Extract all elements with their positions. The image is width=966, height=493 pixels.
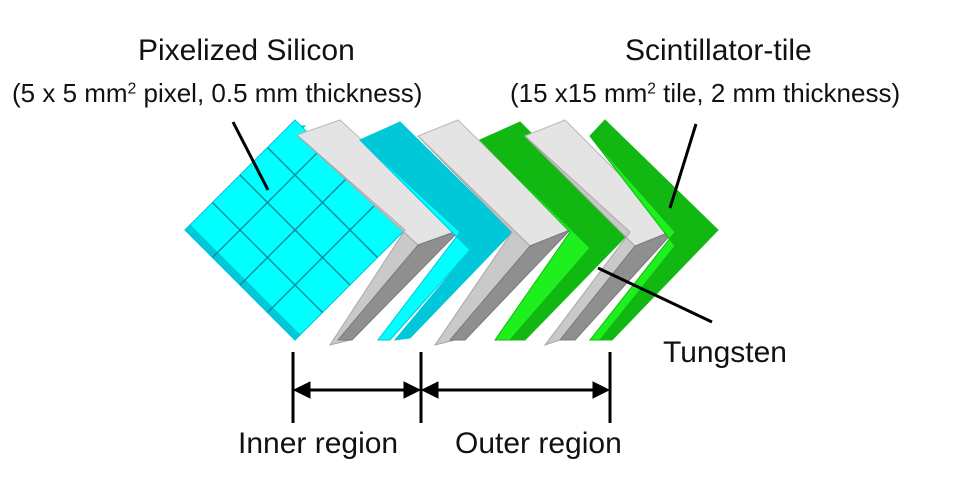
tungsten-layer-2-side (448, 229, 571, 341)
tungsten-layer-2 (417, 119, 571, 346)
tungsten-leader-line (597, 266, 713, 324)
inner-region-label: Inner region (238, 427, 399, 460)
scintillator-spec: (15 x15 mm2 tile, 2 mm thickness) (510, 78, 901, 108)
pixelized-silicon-spec: (5 x 5 mm2 pixel, 0.5 mm thickness) (12, 78, 423, 108)
scintillator-leader-line (668, 123, 698, 209)
inner-region-arrow (292, 381, 422, 399)
pixelized-silicon-title: Pixelized Silicon (138, 34, 355, 67)
silicon-layer-2-front (359, 139, 471, 341)
silicon-layer-2-side (393, 231, 513, 341)
outer-region-arrow (420, 381, 611, 399)
silicon-layer-2 (359, 121, 513, 341)
tungsten-layer-2-front (417, 135, 531, 346)
outer-region-label: Outer region (455, 427, 622, 460)
tungsten-layer-1 (296, 119, 461, 346)
scintillator-layer-1-side (508, 231, 631, 341)
scintillator-layer-2-side (598, 229, 719, 341)
scintillator-layer-1-front (479, 139, 591, 341)
silicon-layer-1 (184, 119, 406, 341)
tungsten-layer-3-front (524, 135, 636, 346)
scintillator-title: Scintillator-tile (625, 34, 812, 67)
silicon-leader-line (231, 121, 270, 191)
tungsten-layer-1-front (296, 134, 419, 346)
tungsten-layer-3-side (558, 229, 676, 341)
pixel-grid (211, 146, 379, 314)
tungsten-layer-1-side (336, 229, 461, 341)
tungsten-label: Tungsten (663, 336, 787, 369)
tungsten-layer-3 (524, 119, 676, 346)
scintillator-layer-2 (588, 119, 719, 341)
